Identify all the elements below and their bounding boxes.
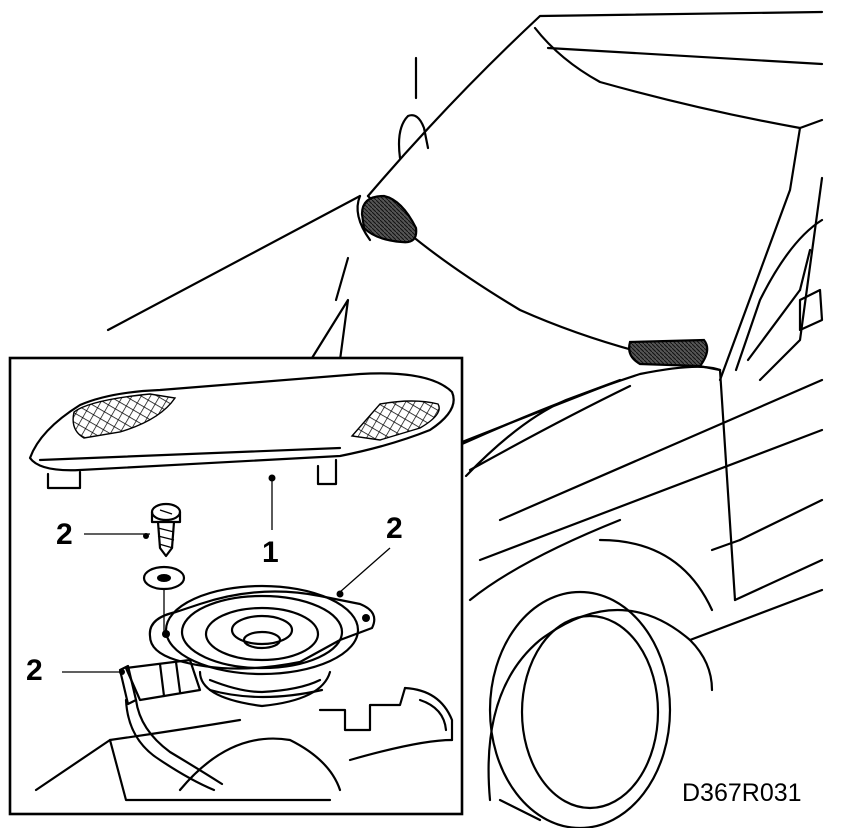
left-dashboard-tweeter-grille (360, 194, 418, 244)
wiring-connector (118, 658, 224, 792)
mounting-panel (34, 686, 454, 802)
washer (142, 565, 186, 632)
callout-speaker-number: 2 (386, 512, 403, 545)
callout-leaders (62, 474, 391, 675)
callout-screw-number: 2 (56, 518, 73, 551)
figure-reference-code: D367R031 (682, 779, 802, 807)
mounting-screw (150, 502, 182, 558)
callout-grille-number: 1 (262, 536, 279, 569)
speaker-unit (148, 584, 376, 708)
speaker-grille-cover (28, 372, 455, 490)
inset-pointer (310, 256, 622, 478)
callout-connector-number: 2 (26, 654, 43, 687)
right-dashboard-tweeter-grille (628, 338, 709, 368)
